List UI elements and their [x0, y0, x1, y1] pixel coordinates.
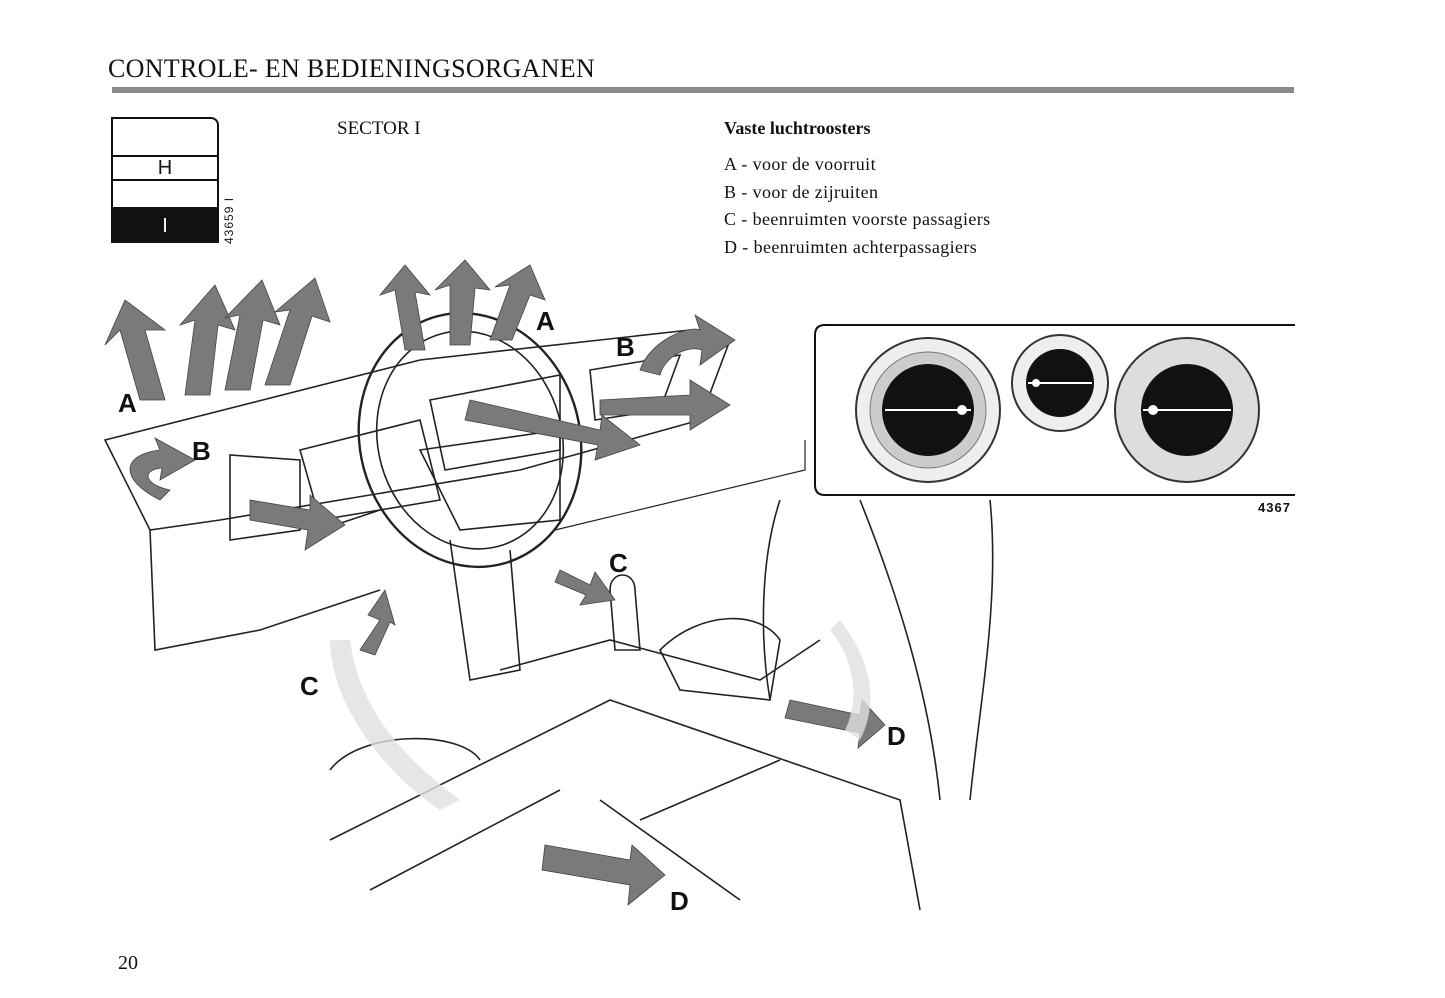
label-c: C — [300, 671, 319, 701]
arrow-a — [264, 277, 331, 386]
legend-item: C - beenruimten voorste passagiers — [724, 209, 991, 229]
sector-label: SECTOR I — [337, 118, 421, 139]
vent-labels: A A B B C C D D — [118, 306, 906, 916]
sector-divider — [113, 179, 217, 181]
page-number: 20 — [118, 952, 138, 974]
arrow-b — [249, 494, 346, 551]
arrow-d — [541, 844, 666, 906]
legend-title: Vaste luchtroosters — [724, 118, 871, 138]
label-c: C — [609, 548, 628, 578]
arrow-b — [599, 379, 731, 431]
arrow-d — [784, 699, 886, 749]
label-a: A — [118, 388, 137, 418]
label-d: D — [887, 721, 906, 751]
label-b: B — [192, 436, 211, 466]
legend-item: A - voor de voorruit — [724, 154, 876, 174]
vent-dial-center — [1011, 334, 1109, 432]
legend-item: D - beenruimten achterpassagiers — [724, 236, 978, 257]
arrow-a — [434, 259, 491, 346]
sector-row-i-active: I — [113, 207, 217, 241]
arrow-c — [359, 589, 396, 656]
legend-item: B - voor de zijruiten — [724, 181, 879, 202]
arrow-b — [639, 314, 736, 376]
arrow-a — [178, 284, 236, 396]
label-d: D — [670, 886, 689, 916]
legend: Vaste luchtroosters A - voor de voorruit… — [724, 118, 991, 261]
label-b: B — [616, 332, 635, 362]
arrow-b — [129, 437, 196, 501]
vent-dial-left — [855, 337, 1001, 483]
label-a: A — [536, 306, 555, 336]
vent-dial-right — [1114, 337, 1260, 483]
title-divider — [112, 87, 1294, 93]
arrow-b — [464, 399, 641, 461]
arrow-a — [378, 264, 432, 351]
airflow-arrows — [104, 259, 886, 906]
arrow-c — [554, 569, 616, 606]
arrow-a — [223, 279, 281, 391]
arrow-a — [104, 299, 167, 401]
figure-code: 4367 — [1258, 500, 1291, 515]
sector-indicator: H I — [111, 117, 219, 243]
page-title: CONTROLE- EN BEDIENINGSORGANEN — [108, 54, 596, 83]
arrow-a — [489, 264, 546, 341]
sector-row-h: H — [113, 155, 217, 179]
vent-control-inset — [554, 324, 1295, 531]
